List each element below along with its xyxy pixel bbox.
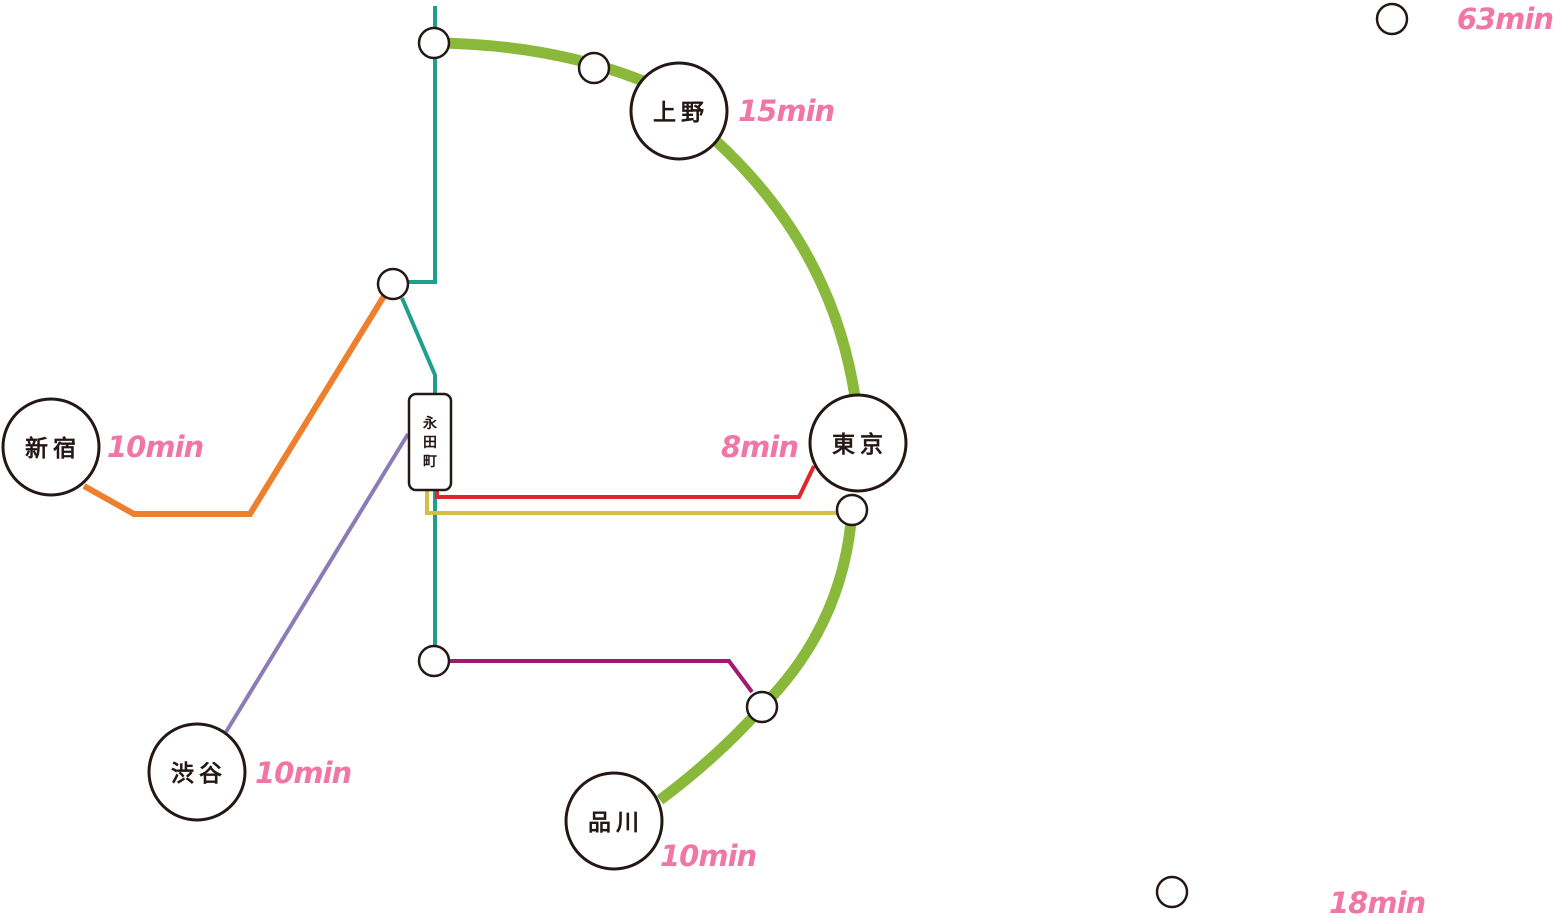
station-node[interactable] (835, 493, 869, 527)
time-top-right: 63min (1457, 2, 1553, 36)
station-node[interactable] (1375, 2, 1409, 36)
small-stations (376, 2, 1409, 909)
nagatacho-box (407, 392, 453, 492)
time-shinjuku: 10min (107, 430, 203, 464)
station-ueno-circle (629, 61, 729, 161)
time-bottom-right: 18min (1329, 886, 1425, 920)
station-node[interactable] (1155, 875, 1189, 909)
line-purple (449, 659, 754, 694)
station-tokyo-label: 東京 (832, 431, 888, 458)
station-shinjuku[interactable]: 新宿 (1, 397, 101, 497)
station-nagatacho[interactable]: 永 田 町 (407, 392, 453, 492)
line-chuo (82, 294, 387, 517)
nagatacho-char-1: 永 (422, 415, 438, 432)
station-node[interactable] (745, 690, 779, 724)
time-shinagawa: 10min (660, 839, 756, 873)
station-shinjuku-circle (1, 397, 101, 497)
line-hanzomon (224, 432, 410, 734)
line-yurakucho (425, 490, 838, 515)
time-shibuya: 10min (255, 756, 351, 790)
time-tokyo: 8min (721, 430, 798, 464)
station-ueno[interactable]: 上野 (629, 61, 729, 161)
station-tokyo-circle (808, 393, 908, 493)
station-shibuya-circle (147, 722, 247, 822)
line-teal (400, 6, 437, 650)
line-yamanote (433, 37, 862, 805)
station-shinagawa-circle (564, 771, 664, 871)
station-shibuya[interactable]: 渋谷 (147, 722, 247, 822)
nagatacho-char-2: 田 (423, 435, 437, 451)
time-labels: 15min 8min 10min 10min 10min 63min 18min (107, 2, 1554, 920)
nagatacho-char-3: 町 (423, 454, 437, 470)
station-shinjuku-label: 新宿 (25, 435, 81, 462)
station-shibuya-label: 渋谷 (171, 761, 227, 787)
station-node[interactable] (577, 51, 611, 85)
station-node[interactable] (417, 26, 451, 60)
station-tokyo[interactable]: 東京 (808, 393, 908, 493)
station-shinagawa[interactable]: 品川 (564, 771, 664, 871)
line-marunouchi (435, 465, 816, 499)
station-shinagawa-label: 品川 (588, 810, 644, 836)
station-node[interactable] (376, 267, 410, 301)
station-node[interactable] (417, 644, 451, 678)
station-ueno-label: 上野 (653, 100, 709, 126)
time-ueno: 15min (738, 94, 834, 128)
major-stations: 上野 東京 品川 新宿 渋谷 (1, 61, 908, 871)
